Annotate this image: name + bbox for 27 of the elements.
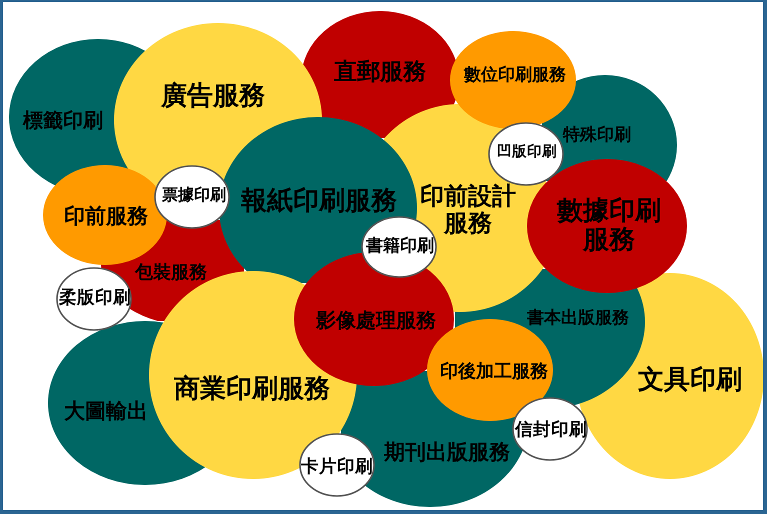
bubble-label: 直郵服務 bbox=[334, 60, 426, 86]
bubble-label: 大圖輸出 bbox=[64, 400, 148, 424]
bubble-label: 特殊印刷 bbox=[563, 126, 631, 146]
bubble bbox=[299, 433, 375, 497]
bubble-label: 商業印刷服務 bbox=[174, 375, 330, 405]
bubble bbox=[526, 158, 688, 294]
bubble-label: 票據印刷 bbox=[162, 186, 226, 204]
bubble-label: 印前設計服務 bbox=[419, 183, 517, 237]
bubble-label: 數位印刷服務 bbox=[464, 66, 566, 86]
bubble-label: 柔版印刷 bbox=[59, 289, 131, 309]
bubble-label: 書籍印刷 bbox=[366, 237, 434, 257]
bubble-label: 期刊出版服務 bbox=[384, 441, 510, 465]
bubble-label: 報紙印刷服務 bbox=[241, 187, 397, 217]
bubble-label: 標籤印刷 bbox=[23, 108, 103, 132]
bubble-label: 凹版印刷 bbox=[497, 144, 557, 160]
bubble-label: 書本出版服務 bbox=[527, 309, 629, 329]
bubble-label: 影像處理服務 bbox=[316, 308, 436, 332]
bubble-label: 印前服務 bbox=[64, 205, 148, 229]
bubble-label: 印後加工服務 bbox=[440, 362, 548, 382]
bubble bbox=[56, 267, 132, 331]
bubble-label: 包裝服務 bbox=[135, 262, 207, 284]
bubble-label: 廣告服務 bbox=[161, 82, 265, 112]
bubble bbox=[512, 397, 588, 461]
bubble-label: 卡片印刷 bbox=[301, 458, 373, 478]
bubble-label: 信封印刷 bbox=[515, 421, 587, 441]
bubble-label: 文具印刷 bbox=[638, 366, 742, 396]
bubble-label: 數據印刷服務 bbox=[556, 196, 662, 256]
